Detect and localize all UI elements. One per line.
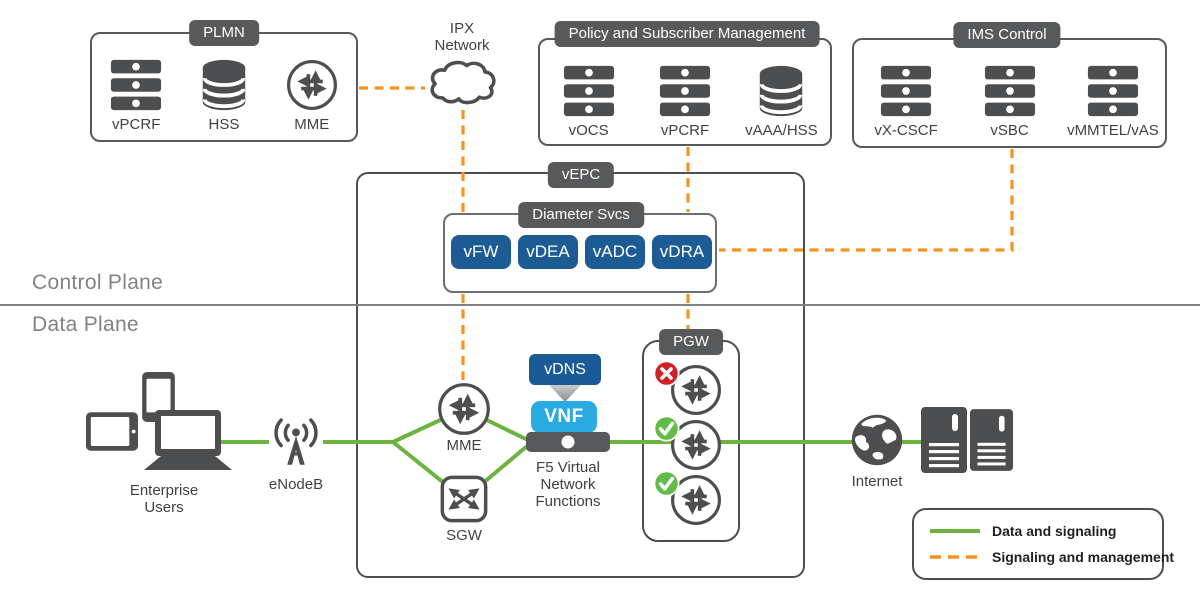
legend-box: Data and signaling Signaling and managem… <box>912 508 1174 580</box>
node-label: vAAA/HSS <box>745 122 818 139</box>
data-plane-label: Data Plane <box>32 313 139 336</box>
node-label: HSS <box>208 116 240 133</box>
x-badge-icon <box>653 360 680 392</box>
legend-item-data: Data and signaling <box>930 523 1146 539</box>
switch-icon <box>438 473 490 530</box>
node-vx-cscf: vX-CSCF <box>855 64 958 139</box>
node-hss: HSS <box>180 58 267 133</box>
node-label: vMMTEL/vAS <box>1067 122 1159 139</box>
node-vsbc: vSBC <box>958 64 1061 139</box>
vepc-tab: vEPC <box>547 162 615 188</box>
plmn-box: vPCRF HSS MME <box>90 32 358 142</box>
callout-pointer <box>549 385 581 408</box>
enodeb-label: eNodeB <box>268 476 324 493</box>
antenna-icon <box>268 414 324 475</box>
database-icon <box>754 64 808 118</box>
legend-label: Data and signaling <box>992 523 1117 540</box>
vdra-service: vDRA <box>652 235 712 269</box>
router-icon <box>285 58 339 112</box>
vadc-service: vADC <box>585 235 645 269</box>
server-icon <box>983 64 1037 118</box>
node-mme-plmn: MME <box>268 58 355 133</box>
sgw-label: SGW <box>446 527 482 544</box>
check-badge-icon <box>653 470 680 502</box>
node-vaaa-hss: vAAA/HSS <box>734 64 830 139</box>
server-icon <box>109 58 163 112</box>
node-label: MME <box>294 116 330 133</box>
enterprise-users-label: Enterprise Users <box>129 482 199 516</box>
solid-green-line-sample <box>930 529 980 534</box>
globe-icon <box>849 412 905 473</box>
node-vocs: vOCS <box>541 64 637 139</box>
node-label: vSBC <box>990 122 1029 139</box>
server-icon <box>1086 64 1140 118</box>
router-icon <box>436 381 492 442</box>
cloud-icon <box>424 56 500 115</box>
vdea-service: vDEA <box>518 235 578 269</box>
diameter-svcs-tab: Diameter Svcs <box>518 202 644 228</box>
internet-label: Internet <box>851 473 903 490</box>
legend-label: Signaling and management <box>992 548 1175 565</box>
database-icon <box>197 58 251 112</box>
vnf-badge: VNF <box>531 401 597 433</box>
server-icon <box>562 64 616 118</box>
appliance-icon <box>526 432 610 457</box>
node-vmmtel-vas: vMMTEL/vAS <box>1062 64 1165 139</box>
node-vpcrf: vPCRF <box>93 58 180 133</box>
plmn-tab: PLMN <box>189 20 259 46</box>
server-tower-icon <box>921 407 967 478</box>
dashed-orange-line-sample <box>930 554 980 559</box>
ims-control-tab: IMS Control <box>953 22 1061 48</box>
mme-label: MME <box>446 437 482 454</box>
tablet-icon <box>86 412 138 456</box>
node-label: vPCRF <box>660 122 710 139</box>
node-vpcrf2: vPCRF <box>637 64 733 139</box>
pgw-tab: PGW <box>659 329 723 355</box>
check-badge-icon <box>653 415 680 447</box>
vdns-badge: vDNS <box>529 354 601 385</box>
policy-subscriber-box: vOCS vPCRF vAAA/HSS <box>538 38 832 146</box>
control-plane-label: Control Plane <box>32 271 164 294</box>
node-label: vX-CSCF <box>874 122 938 139</box>
server-icon <box>658 64 712 118</box>
ipx-network-label: IPX Network <box>434 20 490 54</box>
server-tower-icon <box>970 407 1013 478</box>
f5-vnf-label: F5 Virtual Network Functions <box>535 459 601 510</box>
diameter-services: vFW vDEA vADC vDRA <box>451 235 712 269</box>
ims-control-box: vX-CSCF vSBC vMMTEL/vAS <box>852 38 1167 148</box>
laptop-icon <box>140 410 236 477</box>
vfw-service: vFW <box>451 235 511 269</box>
legend-item-signaling: Signaling and management <box>930 549 1174 565</box>
policy-subscriber-tab: Policy and Subscriber Management <box>554 21 820 47</box>
server-icon <box>879 64 933 118</box>
node-label: vPCRF <box>112 116 161 133</box>
node-label: vOCS <box>568 122 609 139</box>
